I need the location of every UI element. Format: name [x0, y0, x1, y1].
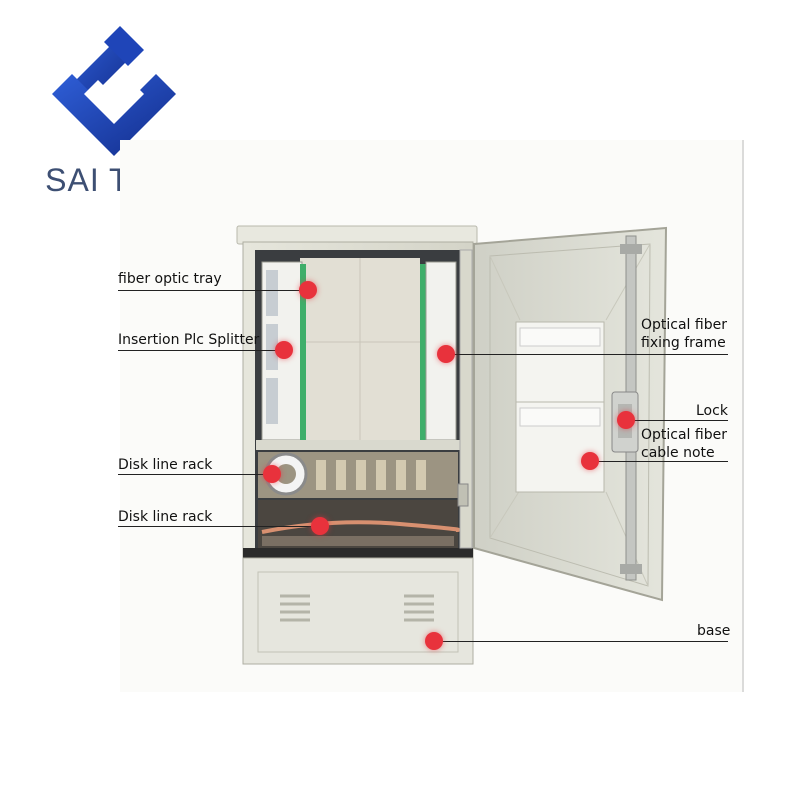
label-lock: Lock [696, 403, 728, 419]
label-fiber-optic-tray: fiber optic tray [118, 271, 222, 287]
label-optical-fiber-fixing-frame-line1: Optical fiber [641, 317, 727, 333]
leader-line-disk-line-rack-1 [118, 474, 272, 475]
leader-line-disk-line-rack-2 [118, 526, 320, 527]
marker-disk-line-rack-1 [263, 465, 281, 483]
marker-lock [617, 411, 635, 429]
label-optical-fiber-fixing-frame-line2: fixing frame [641, 335, 726, 351]
marker-base [425, 632, 443, 650]
leader-line-optical-fiber-cable-note [590, 461, 728, 462]
marker-optical-fiber-fixing-frame [437, 345, 455, 363]
leader-line-insertion-plc-splitter [118, 350, 284, 351]
marker-disk-line-rack-2 [311, 517, 329, 535]
leader-line-base [434, 641, 728, 642]
leader-line-fiber-optic-tray [118, 290, 308, 291]
label-optical-fiber-cable-note-line1: Optical fiber [641, 427, 727, 443]
label-disk-line-rack-1: Disk line rack [118, 457, 213, 473]
label-base: base [697, 623, 731, 639]
marker-insertion-plc-splitter [275, 341, 293, 359]
sai-tong-logo-icon [52, 26, 176, 156]
leader-line-optical-fiber-fixing-frame [446, 354, 728, 355]
leader-line-lock [626, 420, 728, 421]
label-insertion-plc-splitter: Insertion Plc Splitter [118, 332, 260, 348]
marker-fiber-optic-tray [299, 281, 317, 299]
label-disk-line-rack-2: Disk line rack [118, 509, 213, 525]
marker-optical-fiber-cable-note [581, 452, 599, 470]
label-optical-fiber-cable-note-line2: cable note [641, 445, 715, 461]
